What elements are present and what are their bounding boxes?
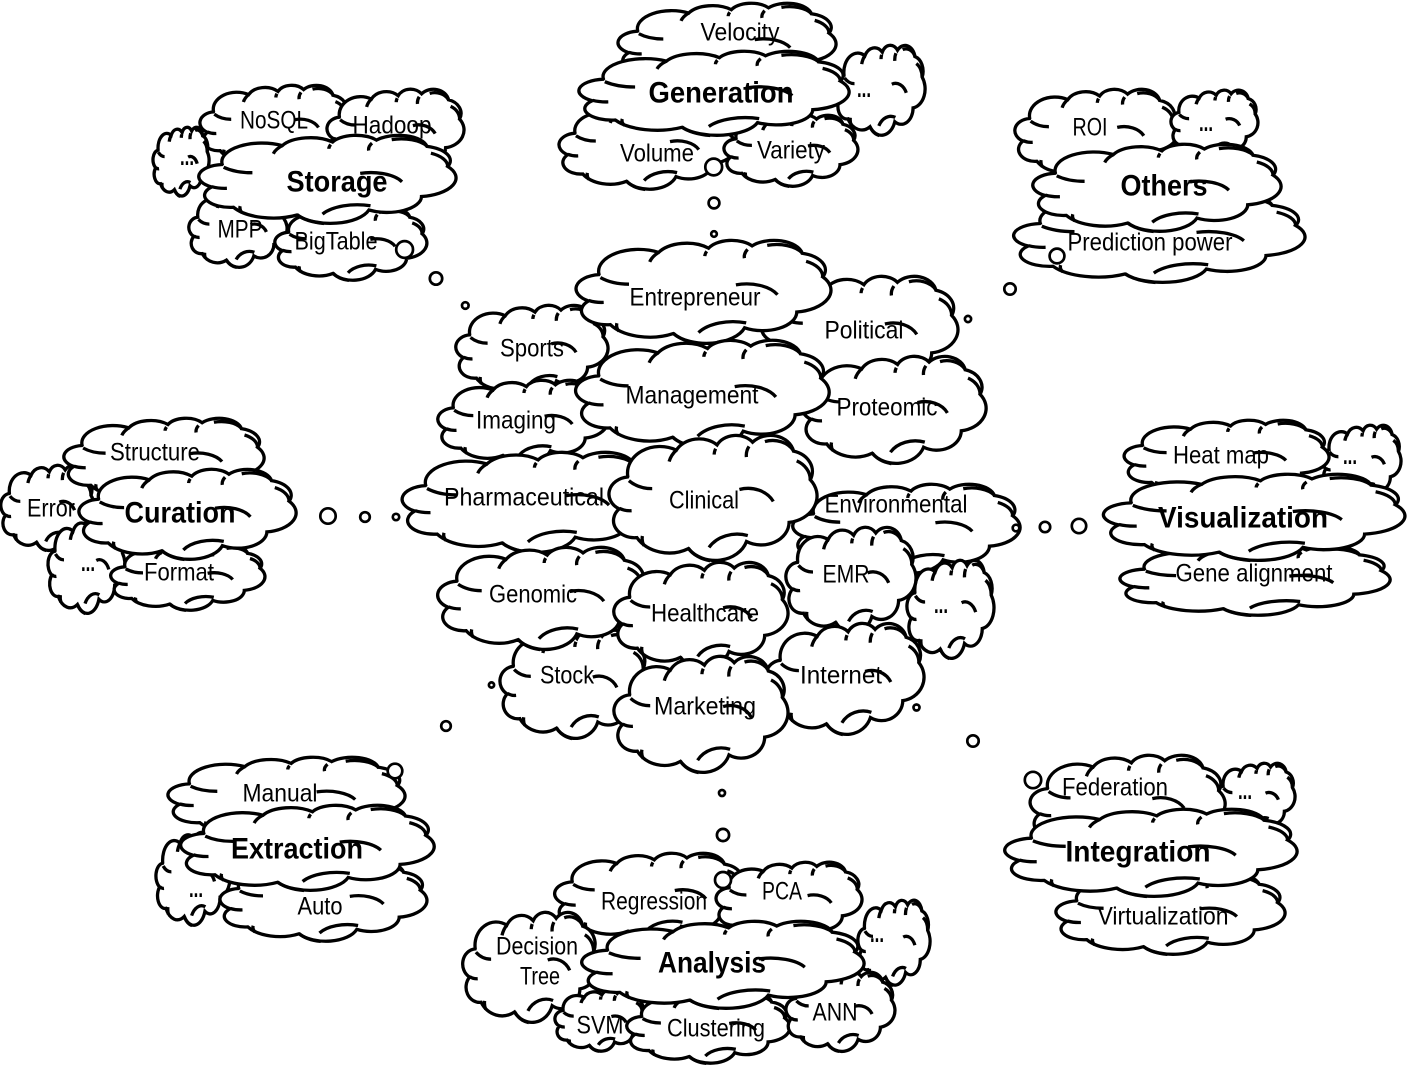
svg-text:...: ... [81, 549, 95, 577]
svg-text:Stock: Stock [540, 662, 594, 690]
svg-text:Generation: Generation [649, 77, 794, 110]
svg-text:Regression: Regression [601, 888, 707, 916]
svg-text:EMR: EMR [823, 561, 870, 589]
svg-text:Sports: Sports [500, 335, 564, 363]
svg-text:ROI: ROI [1073, 114, 1108, 142]
svg-text:Hadoop: Hadoop [353, 112, 432, 140]
svg-text:Analysis: Analysis [658, 947, 766, 980]
svg-text:Variety: Variety [757, 137, 825, 165]
svg-text:Visualization: Visualization [1158, 502, 1328, 535]
svg-text:Virtualization: Virtualization [1098, 903, 1229, 931]
svg-text:Internet: Internet [800, 662, 882, 690]
svg-text:...: ... [189, 875, 203, 903]
svg-text:Political: Political [825, 317, 904, 345]
svg-text:SVM: SVM [577, 1012, 624, 1040]
svg-text:Management: Management [626, 382, 759, 410]
svg-text:Proteomic: Proteomic [837, 394, 938, 422]
svg-text:...: ... [934, 591, 948, 619]
svg-text:...: ... [870, 920, 884, 948]
svg-text:MPP: MPP [218, 216, 263, 244]
svg-text:ANN: ANN [813, 999, 858, 1027]
svg-text:...: ... [1238, 777, 1252, 805]
svg-text:Genomic: Genomic [489, 581, 577, 609]
svg-text:Manual: Manual [243, 780, 318, 808]
svg-text:Pharmaceutical: Pharmaceutical [444, 484, 604, 512]
svg-text:Gene alignment: Gene alignment [1176, 560, 1333, 588]
svg-text:Velocity: Velocity [701, 19, 780, 47]
svg-text:Entrepreneur: Entrepreneur [630, 284, 761, 312]
svg-text:...: ... [1199, 109, 1213, 137]
svg-text:Tree: Tree [520, 963, 560, 991]
svg-text:Curation: Curation [125, 497, 236, 530]
svg-text:BigTable: BigTable [295, 228, 378, 256]
svg-text:Error: Error [27, 495, 75, 523]
svg-text:Storage: Storage [287, 166, 388, 199]
svg-text:Others: Others [1121, 170, 1208, 203]
svg-text:Federation: Federation [1062, 774, 1168, 802]
svg-text:Imaging: Imaging [476, 407, 556, 435]
svg-text:Prediction power: Prediction power [1068, 229, 1233, 257]
svg-text:...: ... [1343, 442, 1357, 470]
svg-text:...: ... [180, 143, 194, 171]
svg-text:Clustering: Clustering [667, 1015, 765, 1043]
svg-text:Volume: Volume [620, 140, 694, 168]
svg-text:Extraction: Extraction [231, 833, 363, 866]
svg-text:Environmental: Environmental [825, 491, 968, 519]
svg-text:Structure: Structure [110, 439, 200, 467]
svg-text:Healthcare: Healthcare [651, 600, 759, 628]
svg-text:PCA: PCA [762, 878, 802, 906]
svg-text:NoSQL: NoSQL [240, 107, 308, 135]
svg-text:Clinical: Clinical [669, 487, 739, 515]
svg-text:...: ... [857, 75, 871, 103]
svg-text:Heat map: Heat map [1173, 442, 1269, 470]
svg-text:Auto: Auto [298, 893, 343, 921]
svg-text:Marketing: Marketing [654, 693, 756, 721]
svg-text:Decision: Decision [496, 933, 578, 961]
svg-text:Integration: Integration [1066, 836, 1211, 869]
svg-text:Format: Format [144, 559, 214, 587]
